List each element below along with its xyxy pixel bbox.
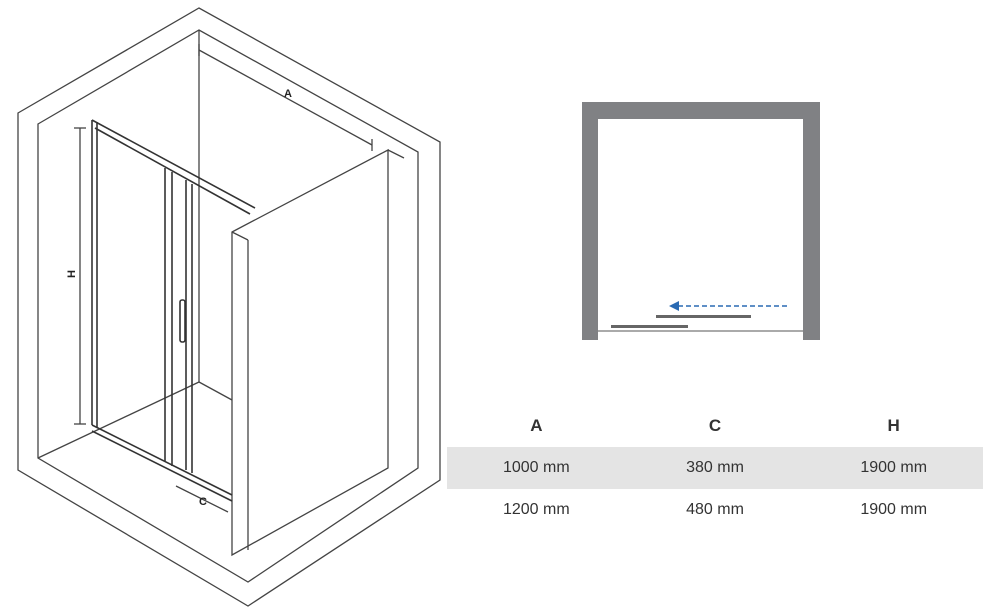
- header-h: H: [887, 416, 900, 435]
- plan-left-wall: [582, 102, 598, 340]
- door-frame: [91, 119, 256, 502]
- header-a: A: [530, 416, 543, 435]
- label-a: A: [284, 88, 292, 100]
- cell-c: 380 mm: [686, 459, 744, 476]
- label-h: H: [65, 270, 78, 278]
- outer-room-outline: [17, 7, 441, 607]
- door-handle: [179, 299, 186, 343]
- table-header: A C H: [447, 405, 983, 447]
- label-c: C: [199, 496, 207, 508]
- table-row: 1000 mm 380 mm 1900 mm: [447, 447, 983, 489]
- cell-h: 1900 mm: [860, 501, 928, 518]
- header-c: C: [708, 416, 722, 435]
- cell-a: 1200 mm: [502, 501, 570, 518]
- plan-top-wall: [582, 102, 820, 119]
- plan-right-wall: [803, 102, 820, 340]
- table-row: 1200 mm 480 mm 1900 mm: [447, 489, 983, 531]
- dimension-a-line: [198, 49, 373, 146]
- fixed-panel: [611, 325, 688, 328]
- isometric-shower-drawing: [17, 7, 441, 607]
- cell-c: 480 mm: [686, 501, 744, 518]
- dimensions-table: A C H 1000 mm 380 mm 1900 mm 1200 mm 480…: [447, 405, 983, 531]
- cell-h: 1900 mm: [860, 459, 928, 476]
- arrow-head-icon: [669, 301, 679, 311]
- sliding-panel-inner: [656, 315, 751, 318]
- dimension-c-line: [175, 485, 229, 513]
- side-wall-panel: [231, 148, 389, 557]
- cell-a: 1000 mm: [502, 459, 570, 476]
- top-view-plan: [582, 102, 820, 340]
